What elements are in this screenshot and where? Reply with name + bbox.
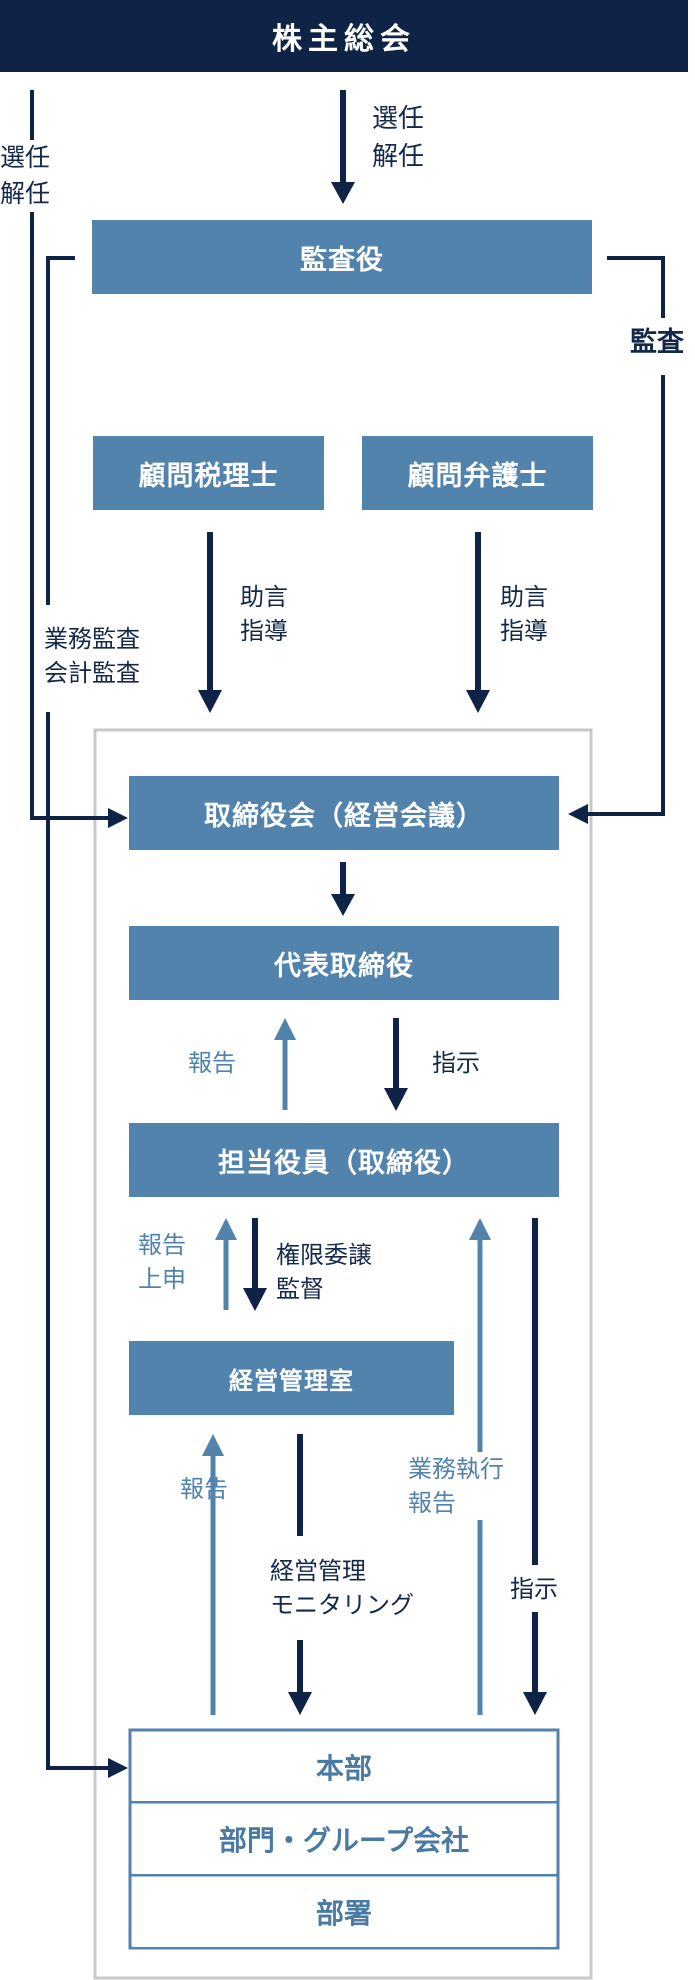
arrowhead-report-submit	[215, 1218, 237, 1240]
node-headquarters: 本部	[132, 1732, 556, 1801]
arrowhead-instruct-exec	[384, 1088, 408, 1111]
node-management-office: 経営管理室	[129, 1341, 454, 1415]
node-auditor: 監査役	[92, 220, 592, 294]
label-advice-tax: 助言 指導	[240, 583, 288, 645]
arrowhead-board-left	[108, 808, 128, 828]
node-executive-officer: 担当役員（取締役）	[129, 1123, 559, 1197]
node-representative-director: 代表取締役	[129, 926, 559, 1000]
node-shareholders-meeting: 株主総会	[0, 0, 688, 72]
company-frame	[93, 728, 593, 1980]
label-report-office: 報告	[180, 1475, 228, 1503]
label-report-rep: 報告	[188, 1049, 236, 1077]
arrowhead-exec-report	[469, 1218, 491, 1240]
arrowhead-report-rep	[274, 1018, 296, 1040]
arrowhead-rep	[331, 894, 355, 916]
arrowhead-tax	[198, 690, 222, 713]
node-legal-advisor: 顧問弁護士	[362, 436, 593, 510]
label-instruct-rep: 指示	[432, 1049, 480, 1077]
arrowhead-delegate	[243, 1288, 267, 1311]
node-board: 取締役会（経営会議）	[129, 776, 559, 850]
label-delegate-supervise: 権限委譲 監督	[276, 1241, 372, 1303]
label-audit: 監査	[630, 327, 684, 358]
node-tax-advisor: 顧問税理士	[93, 436, 324, 510]
label-appoint-dismiss-right: 選任 解任	[372, 104, 425, 172]
label-business-accounting-audit: 業務監査 会計監査	[44, 625, 140, 687]
arrowhead-headquarters	[108, 1758, 128, 1778]
arrowhead-legal	[466, 690, 490, 713]
arrowhead-instruct-hq	[523, 1692, 547, 1715]
label-appoint-dismiss-left: 選任 解任	[0, 140, 51, 212]
node-divisions: 部門・グループ会社	[132, 1804, 556, 1874]
arrowhead-report-office	[202, 1434, 224, 1456]
arrowhead-board-right	[568, 804, 588, 824]
label-advice-legal: 助言 指導	[500, 583, 548, 645]
node-departments: 部署	[132, 1877, 556, 1947]
label-report-submit: 報告 上申	[138, 1231, 186, 1293]
arrowhead-monitoring	[288, 1692, 312, 1715]
label-business-exec-report: 業務執行 報告	[408, 1452, 504, 1520]
label-instruct-exec: 指示	[510, 1575, 558, 1603]
label-monitoring: 経営管理 モニタリング	[270, 1557, 414, 1619]
arrowhead-auditor	[331, 182, 355, 204]
